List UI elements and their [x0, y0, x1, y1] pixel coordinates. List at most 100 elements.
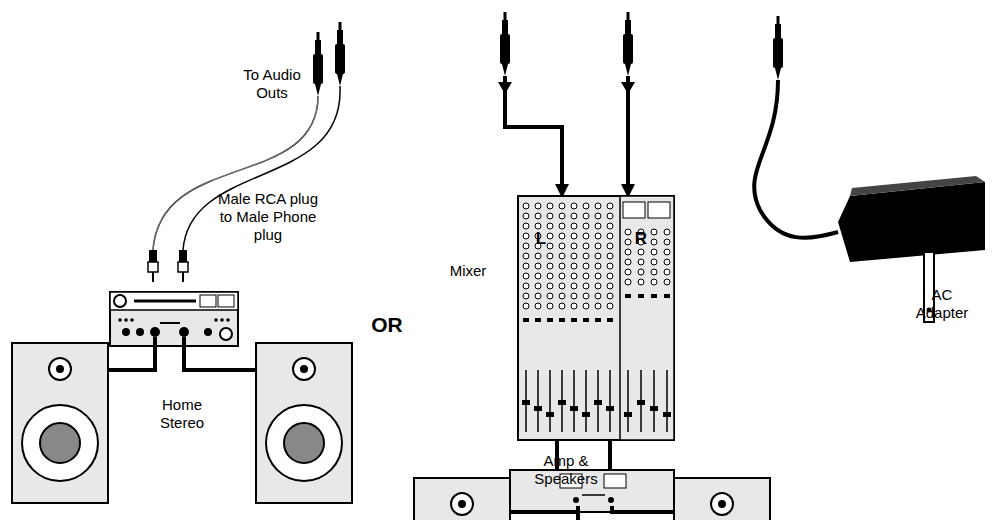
channel-label: L	[531, 230, 551, 248]
mixer-knob	[523, 253, 529, 259]
mixer-knob	[559, 233, 565, 239]
fader-track	[653, 370, 655, 432]
mixer-knob	[625, 279, 631, 285]
channel-label: R	[631, 230, 651, 248]
mixer-knob	[547, 233, 553, 239]
mixer-knob	[583, 253, 589, 259]
mixer-knob	[523, 213, 529, 219]
mixer-knob	[625, 229, 631, 235]
fader	[546, 412, 554, 417]
mixer-knob	[571, 203, 577, 209]
mixer-knob	[559, 213, 565, 219]
mixer-knob	[523, 303, 529, 309]
power-cord	[754, 80, 838, 238]
callout-text: To Audio Outs	[231, 66, 313, 102]
mixer-button	[583, 318, 589, 322]
mixer-knob	[664, 239, 670, 245]
phone-plug	[313, 32, 323, 96]
mixer-knob	[664, 279, 670, 285]
mixer-knob	[535, 223, 541, 229]
mixer-knob	[651, 279, 657, 285]
cable	[505, 76, 562, 186]
mixer-knob	[583, 243, 589, 249]
mixer-knob	[547, 293, 553, 299]
fader	[558, 400, 566, 405]
mixer-knob	[559, 203, 565, 209]
mixer-knob	[547, 283, 553, 289]
mixer-knob	[664, 249, 670, 255]
mixer-knob	[535, 203, 541, 209]
mixer-knob	[583, 303, 589, 309]
fader-track	[666, 370, 668, 432]
speaker-wire	[184, 337, 256, 370]
mixer-button	[607, 318, 613, 322]
speaker-wire	[108, 337, 155, 370]
speaker	[414, 478, 510, 520]
mixer-knob	[607, 253, 613, 259]
mixer-button	[625, 294, 631, 298]
mixer-knob	[583, 263, 589, 269]
power-plug	[773, 16, 783, 80]
fader-track	[609, 370, 611, 432]
mixer-knob	[559, 303, 565, 309]
rca-plug	[178, 250, 188, 282]
mixer-knob	[523, 203, 529, 209]
mixer-knob	[523, 223, 529, 229]
mixer-knob	[595, 283, 601, 289]
mixer-knob	[535, 273, 541, 279]
fader	[637, 400, 645, 405]
mixer-knob	[651, 269, 657, 275]
fader	[624, 412, 632, 417]
mixer-knob	[547, 253, 553, 259]
mixer-knob	[571, 243, 577, 249]
mixer-button	[523, 318, 529, 322]
mixer-knob	[607, 303, 613, 309]
mixer-knob	[651, 259, 657, 265]
fader-track	[627, 370, 629, 432]
device-label: Mixer	[438, 262, 498, 280]
mixer-knob	[559, 263, 565, 269]
mixer-knob	[583, 203, 589, 209]
mixer-knob	[547, 203, 553, 209]
mixer-knob	[607, 263, 613, 269]
mixer-knob	[595, 293, 601, 299]
fader-track	[537, 370, 539, 432]
mixer-knob	[547, 263, 553, 269]
rca-plug	[148, 250, 158, 282]
mixer-knob	[535, 303, 541, 309]
mixer-knob	[651, 239, 657, 245]
mixer-knob	[547, 273, 553, 279]
mixer-knob	[559, 273, 565, 279]
mixer-knob	[651, 229, 657, 235]
phone-plug	[335, 22, 345, 86]
fader-track	[585, 370, 587, 432]
mixer-knob	[607, 223, 613, 229]
mixer-knob	[664, 259, 670, 265]
mixer-knob	[583, 213, 589, 219]
mixer-knob	[571, 213, 577, 219]
mixer-knob	[664, 229, 670, 235]
mixer-knob	[535, 283, 541, 289]
mixer-knob	[523, 293, 529, 299]
mixer-knob	[535, 213, 541, 219]
mixer-knob	[571, 253, 577, 259]
mixer-knob	[523, 243, 529, 249]
mixer-knob	[638, 269, 644, 275]
fader	[650, 406, 658, 411]
mixer-knob	[571, 273, 577, 279]
mixer-button	[664, 294, 670, 298]
cable	[153, 96, 318, 250]
mixer-knob	[595, 263, 601, 269]
mixer-knob	[607, 283, 613, 289]
fader	[582, 412, 590, 417]
mixer-knob	[559, 253, 565, 259]
phone-plug	[500, 12, 510, 76]
mixer-button	[595, 318, 601, 322]
mixer-knob	[607, 213, 613, 219]
mixer-knob	[547, 213, 553, 219]
speaker-wire	[612, 506, 674, 512]
mixer-knob	[595, 223, 601, 229]
mixer-knob	[583, 273, 589, 279]
